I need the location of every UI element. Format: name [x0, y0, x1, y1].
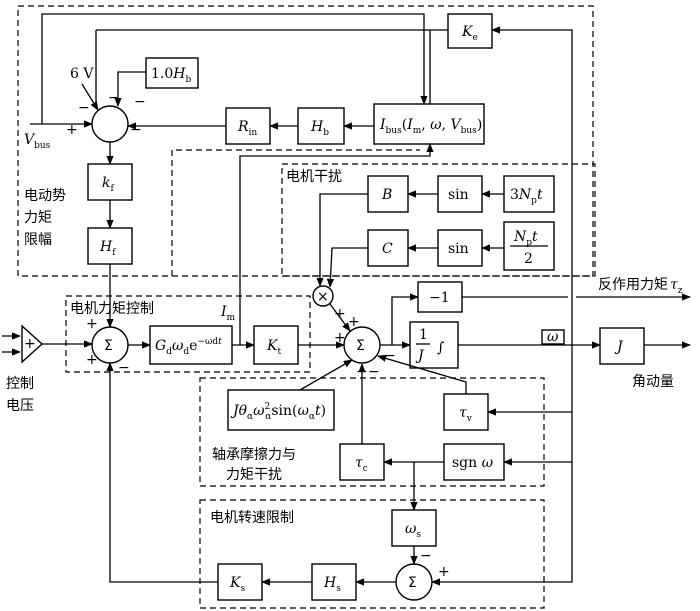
- emf-limit-label: 电动势 力矩 限幅: [24, 188, 66, 248]
- svg-text:ω: ω: [547, 329, 559, 345]
- region-bearing-friction: [199, 377, 545, 487]
- svg-text:∫: ∫: [437, 340, 444, 356]
- svg-text:τz: τz: [670, 277, 683, 296]
- block-gd: Gdωde−ωdt: [149, 325, 233, 365]
- svg-text:+: +: [348, 314, 360, 330]
- sum-junction-main: Σ: [343, 326, 381, 364]
- block-j: J: [599, 327, 645, 365]
- svg-text:+: +: [438, 564, 450, 580]
- six-volt-label: 6 V: [70, 66, 94, 82]
- svg-text:轴承摩擦力与: 轴承摩擦力与: [212, 446, 296, 463]
- svg-text:反作用力矩: 反作用力矩: [598, 277, 668, 293]
- svg-text:J: J: [415, 348, 425, 364]
- block-c: C: [367, 229, 409, 267]
- svg-text:限幅: 限幅: [24, 232, 52, 248]
- block-tau-v: τv: [443, 393, 489, 431]
- block-negative-one: −1: [417, 281, 463, 313]
- svg-text:Σ: Σ: [408, 575, 417, 591]
- region-motor-speed-limit: [199, 499, 545, 609]
- svg-text:+: +: [86, 352, 98, 368]
- svg-text:+: +: [66, 122, 78, 138]
- motor-speed-limit-label: 电机转速限制: [210, 510, 294, 526]
- bearing-friction-label: 轴承摩擦力与 力矩干扰: [212, 446, 296, 483]
- svg-text:sin: sin: [448, 241, 469, 257]
- motor-torque-control-label: 电机力矩控制: [70, 301, 154, 317]
- block-hf: Hf: [87, 227, 133, 265]
- block-integrator: 1 J ∫: [409, 321, 459, 369]
- svg-text:+: +: [24, 336, 36, 352]
- svg-text:+: +: [334, 306, 346, 322]
- block-rin: Rin: [225, 107, 271, 145]
- svg-text:−: −: [420, 548, 432, 564]
- multiplier-junction: ×: [312, 285, 334, 307]
- block-omega-s: ωs: [391, 509, 437, 547]
- block-sin-1: sin: [437, 175, 483, 213]
- svg-text:−: −: [118, 360, 130, 376]
- svg-text:−1: −1: [429, 290, 450, 306]
- block-sin-2: sin: [437, 229, 483, 267]
- svg-text:−: −: [78, 100, 90, 116]
- svg-text:Σ: Σ: [356, 338, 365, 354]
- svg-text:−: −: [356, 364, 368, 380]
- svg-text:−: −: [130, 122, 142, 138]
- svg-text:−: −: [368, 364, 380, 380]
- vbus-label: Vbus: [24, 132, 51, 151]
- sum-junction-emf: [91, 105, 129, 143]
- im-label: Im: [220, 304, 236, 323]
- block-ibus: Ibus(Im, ω, Vbus): [373, 103, 485, 145]
- block-hs: Hs: [311, 563, 357, 601]
- svg-text:B: B: [381, 187, 392, 203]
- svg-text:+: +: [86, 316, 98, 332]
- block-hb-gain: 1.0Hb: [145, 57, 199, 89]
- block-b: B: [367, 175, 409, 213]
- svg-text:1: 1: [419, 327, 428, 343]
- block-kf: kf: [87, 163, 133, 201]
- svg-text:−: −: [384, 348, 396, 364]
- svg-text:sgn ω: sgn ω: [452, 455, 494, 471]
- region-motor-disturbance: [281, 163, 596, 277]
- control-voltage-amplifier: +: [21, 324, 44, 364]
- svg-text:Npt: Npt: [513, 229, 538, 248]
- svg-text:−: −: [134, 94, 146, 110]
- svg-text:C: C: [382, 241, 393, 257]
- svg-text:Ibus(Im, ω, Vbus): Ibus(Im, ω, Vbus): [379, 117, 482, 136]
- svg-text:2: 2: [524, 251, 533, 267]
- svg-text:Hf: Hf: [99, 239, 116, 258]
- svg-text:电压: 电压: [6, 398, 34, 414]
- sum-junction-speed: Σ: [395, 563, 433, 601]
- svg-text:电动势: 电动势: [24, 188, 66, 204]
- block-npt-half: Npt 2: [503, 221, 555, 271]
- svg-text:−: −: [108, 90, 120, 106]
- block-sgn: sgn ω: [443, 443, 505, 481]
- block-kt: Kt: [253, 325, 299, 365]
- omega-signal-label: ω: [541, 329, 565, 345]
- block-hb: Hb: [297, 107, 345, 145]
- motor-disturbance-label: 电机干扰: [286, 169, 342, 185]
- svg-text:+: +: [334, 330, 346, 346]
- control-voltage-label: 控制 电压: [6, 376, 34, 414]
- block-tau-c: τc: [339, 443, 385, 481]
- svg-text:控制: 控制: [6, 376, 34, 392]
- svg-text:力矩: 力矩: [24, 210, 52, 226]
- svg-text:1.0Hb: 1.0Hb: [151, 66, 191, 85]
- svg-text:Σ: Σ: [104, 338, 113, 354]
- angular-momentum-label: 角动量: [632, 374, 674, 390]
- sign-markers: − + − − − + + − + + + − − − − +: [66, 90, 450, 580]
- svg-text:J: J: [614, 339, 624, 355]
- block-ke: Ke: [447, 13, 493, 49]
- svg-text:×: ×: [317, 289, 329, 305]
- block-3npt: 3Npt: [503, 175, 555, 213]
- block-ks: Ks: [217, 563, 263, 601]
- reaction-torque-label: 反作用力矩 τz: [598, 277, 683, 296]
- svg-text:力矩干扰: 力矩干扰: [226, 467, 282, 483]
- region-motor-torque-control: [65, 295, 311, 373]
- svg-text:sin: sin: [448, 187, 469, 203]
